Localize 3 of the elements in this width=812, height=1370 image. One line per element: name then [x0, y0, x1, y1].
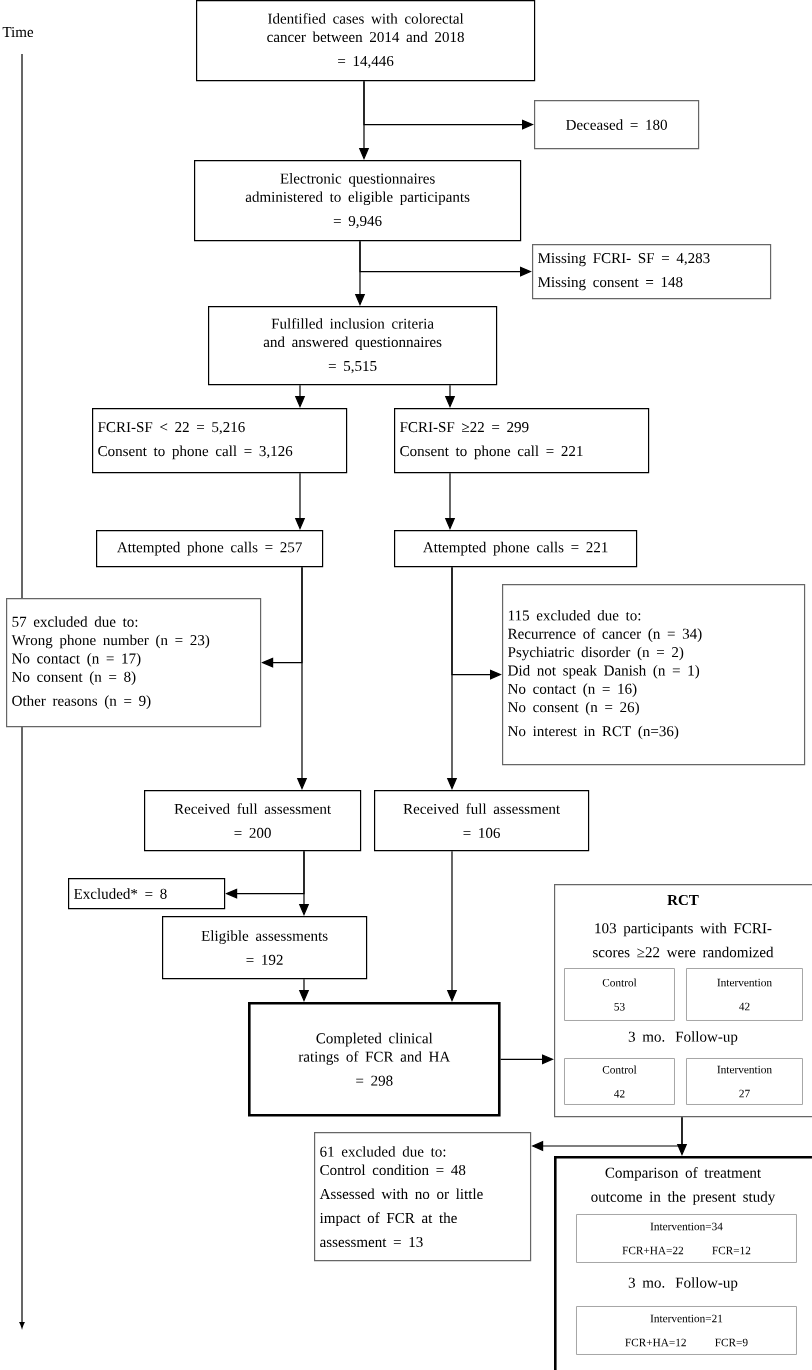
arrow	[451, 566, 502, 680]
arrow	[500, 1054, 554, 1065]
arrow	[363, 80, 534, 130]
